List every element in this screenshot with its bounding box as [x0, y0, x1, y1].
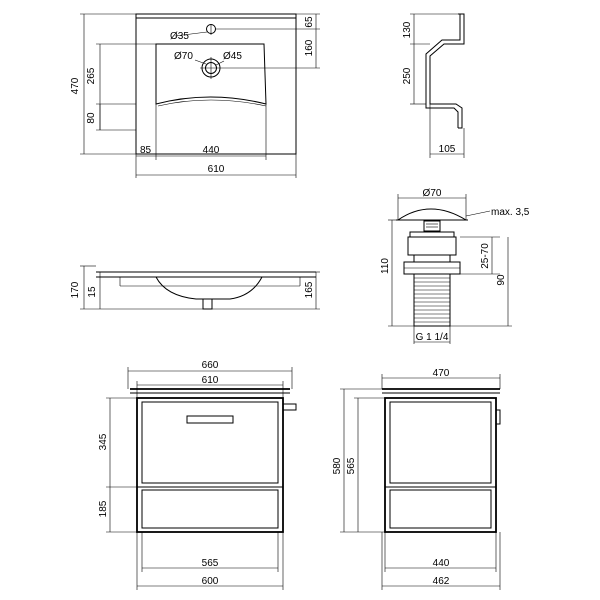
- dim-610-cab: 610: [202, 375, 219, 386]
- cabinet-side-hanger-edge: [495, 409, 501, 425]
- basin-top-view: Ø35 Ø70 Ø45 470 265 80 65 160 85 440 610: [70, 13, 320, 178]
- dim-110: 110: [380, 258, 391, 274]
- dim-85: 85: [140, 145, 152, 156]
- dim-250: 250: [402, 67, 413, 84]
- dim-80: 80: [86, 112, 97, 124]
- drain-inner-label: Ø45: [223, 51, 242, 62]
- tap-hole-label: Ø35: [170, 31, 189, 42]
- dim-462: 462: [433, 576, 450, 587]
- drain-cap: [396, 208, 468, 221]
- dim-440-top: 440: [203, 145, 220, 156]
- dim-170: 170: [70, 281, 81, 298]
- basin-top-outline: [135, 13, 297, 155]
- dim-440-side: 440: [433, 558, 450, 569]
- drain-outer-label: Ø70: [174, 51, 193, 62]
- cabinet-side-hanger: [282, 403, 297, 411]
- dim-130: 130: [402, 21, 413, 38]
- drain-detail: Ø70 max. 3,5 110 25-70 90 G 1 1/4: [380, 188, 530, 344]
- dim-565-cab: 565: [202, 558, 219, 569]
- dim-105: 105: [439, 144, 456, 155]
- cabinet-side-body: [384, 397, 497, 533]
- dim-470: 470: [70, 77, 81, 94]
- dim-65: 65: [304, 16, 315, 28]
- drain-stub: [202, 298, 213, 310]
- dim-565-side: 565: [346, 457, 357, 474]
- drawer-handle: [186, 415, 234, 424]
- cabinet-side-view: 470 580 565 440 462: [332, 368, 501, 590]
- dim-600: 600: [202, 576, 219, 587]
- cabinet-drawer-top: [141, 401, 279, 484]
- basin-bowl-outline: [155, 43, 267, 105]
- dim-max-gap: max. 3,5: [491, 207, 530, 218]
- dim-610-top: 610: [208, 164, 225, 175]
- thread-hatch: [414, 277, 450, 323]
- dim-580: 580: [332, 457, 343, 474]
- dim-drain-dia: Ø70: [423, 188, 442, 199]
- drain-thread-body: [413, 273, 451, 327]
- dim-660: 660: [202, 360, 219, 371]
- cabinet-front-view: 660 610 345 185 565 600: [98, 360, 297, 590]
- dim-90: 90: [496, 274, 507, 286]
- basin-side-view: 130 250 105: [402, 13, 465, 158]
- dim-185: 185: [98, 500, 109, 517]
- dim-345: 345: [98, 433, 109, 450]
- cabinet-body: [136, 397, 284, 533]
- dim-15: 15: [87, 286, 98, 298]
- dim-25-70: 25-70: [480, 243, 491, 269]
- basin-bowl-front: [155, 276, 263, 300]
- cabinet-shelf-bottom: [141, 489, 279, 529]
- dim-thread: G 1 1/4: [416, 332, 449, 343]
- dim-470-cab: 470: [433, 368, 450, 379]
- basin-front-view: 170 15 165: [70, 265, 320, 310]
- dim-265: 265: [86, 67, 97, 84]
- dim-160-top: 160: [304, 39, 315, 56]
- dim-165: 165: [304, 281, 315, 298]
- basin-side-profile: [429, 13, 465, 129]
